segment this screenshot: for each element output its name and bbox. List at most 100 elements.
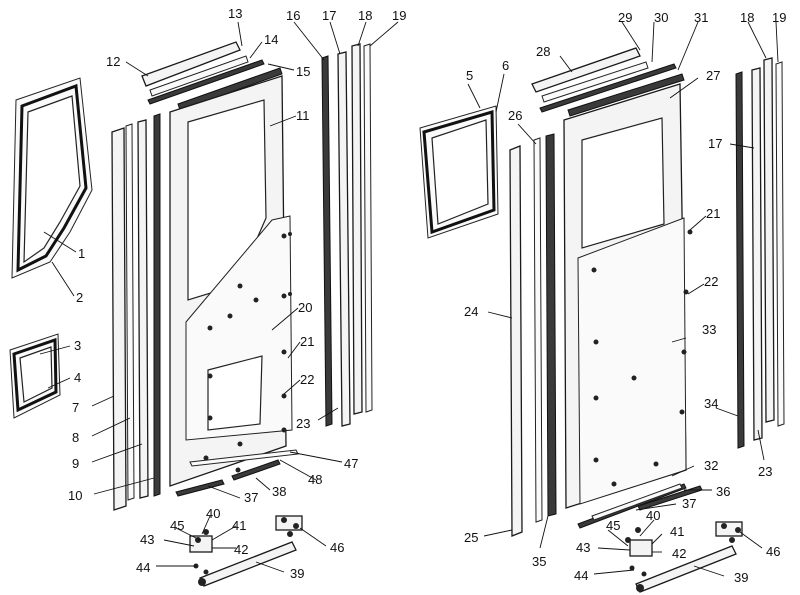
- callout-r23: 23: [758, 464, 772, 479]
- top-rail-12: [141, 41, 241, 87]
- callout-20: 20: [298, 300, 312, 315]
- callout-3: 3: [74, 338, 81, 353]
- callout-r45: 45: [606, 518, 620, 533]
- callout-13: 13: [228, 6, 242, 21]
- callout-23: 23: [296, 416, 310, 431]
- callout-r42: 42: [672, 546, 686, 561]
- vertical-seal-10: [153, 113, 161, 497]
- callout-1: 1: [78, 246, 85, 261]
- vertical-seal-34: [735, 71, 745, 449]
- callout-47: 47: [344, 456, 358, 471]
- callout-21: 21: [300, 334, 314, 349]
- vertical-seal-16: [321, 55, 333, 427]
- callout-r19: 19: [772, 10, 786, 25]
- callout-24: 24: [464, 304, 478, 319]
- callout-11: 11: [296, 108, 310, 123]
- callout-30: 30: [654, 10, 668, 25]
- callout-12: 12: [106, 54, 120, 69]
- bottom-strip-37: [175, 479, 225, 497]
- callout-28: 28: [536, 44, 550, 59]
- vertical-channel-r18: [763, 57, 775, 423]
- callout-35: 35: [532, 554, 546, 569]
- callout-34: 34: [704, 396, 718, 411]
- vertical-channel-24: [509, 145, 523, 537]
- callout-15: 15: [296, 64, 310, 79]
- callout-10: 10: [68, 488, 82, 503]
- callout-17: 17: [322, 8, 336, 23]
- callout-40: 40: [206, 506, 220, 521]
- bottom-strip-r37: [591, 483, 683, 521]
- callout-41: 41: [232, 518, 246, 533]
- callout-31: 31: [694, 10, 708, 25]
- callout-32: 32: [704, 458, 718, 473]
- callout-27: 27: [706, 68, 720, 83]
- callout-29: 29: [618, 10, 632, 25]
- vertical-channel-7: [111, 127, 127, 511]
- callout-9: 9: [72, 456, 79, 471]
- callout-r44: 44: [574, 568, 588, 583]
- callout-r43: 43: [576, 540, 590, 555]
- vertical-seal-35: [545, 133, 557, 517]
- callout-14: 14: [264, 32, 278, 47]
- door-panel-11: [169, 75, 293, 487]
- top-rail-14: [147, 59, 265, 105]
- callout-16: 16: [286, 8, 300, 23]
- right-window-glass: [419, 105, 499, 239]
- vertical-strip-26: [533, 137, 543, 523]
- vertical-channel-18: [351, 43, 363, 415]
- right-door-assembly: [419, 47, 785, 593]
- left-screws: [203, 232, 292, 473]
- top-strip-15: [177, 67, 283, 111]
- top-rail-29: [541, 61, 649, 103]
- callout-25: 25: [464, 530, 478, 545]
- callout-r37: 37: [682, 496, 696, 511]
- top-rail-30: [539, 63, 677, 113]
- callout-39: 39: [290, 566, 304, 581]
- callout-8: 8: [72, 430, 79, 445]
- lower-window-glass: [9, 333, 61, 419]
- callout-46: 46: [330, 540, 344, 555]
- callout-45: 45: [170, 518, 184, 533]
- vertical-strip-19: [363, 43, 373, 413]
- left-hinge-assembly: [189, 515, 303, 587]
- callout-19: 19: [392, 8, 406, 23]
- right-screws: [591, 229, 693, 487]
- callout-r46: 46: [766, 544, 780, 559]
- callout-33: 33: [702, 322, 716, 337]
- vertical-channel-9: [137, 119, 149, 499]
- callout-r21: 21: [706, 206, 720, 221]
- bottom-strip-38: [231, 459, 281, 481]
- callout-r41: 41: [670, 524, 684, 539]
- top-rail-28: [531, 47, 641, 93]
- upper-window-glass: [11, 77, 93, 279]
- callout-44: 44: [136, 560, 150, 575]
- callout-r22: 22: [704, 274, 718, 289]
- callout-48: 48: [308, 472, 322, 487]
- callout-18: 18: [358, 8, 372, 23]
- callout-22: 22: [300, 372, 314, 387]
- top-strip-31: [567, 73, 685, 117]
- callout-5: 5: [466, 68, 473, 83]
- callout-38: 38: [272, 484, 286, 499]
- callout-6: 6: [502, 58, 509, 73]
- callout-26: 26: [508, 108, 522, 123]
- callout-r39: 39: [734, 570, 748, 585]
- left-door-assembly: [9, 41, 373, 587]
- callout-7: 7: [72, 400, 79, 415]
- top-rail-13: [149, 55, 249, 97]
- callout-labels-left: 1 2 3 4 7 8 9 10 11 12 13 14 15 16 17 18…: [68, 6, 406, 581]
- callout-43: 43: [140, 532, 154, 547]
- leader-lines: [39, 21, 779, 577]
- vertical-channel-17: [337, 51, 351, 427]
- callout-labels-right: 5 6 24 25 26 27 28 29 30 31 32 33 34 35 …: [464, 10, 786, 585]
- callout-37: 37: [244, 490, 258, 505]
- callout-r17: 17: [708, 136, 722, 151]
- callout-36: 36: [716, 484, 730, 499]
- callout-r18: 18: [740, 10, 754, 25]
- callout-r40: 40: [646, 508, 660, 523]
- vertical-channel-r17: [751, 67, 763, 441]
- vertical-channel-8: [125, 123, 135, 501]
- callout-42: 42: [234, 542, 248, 557]
